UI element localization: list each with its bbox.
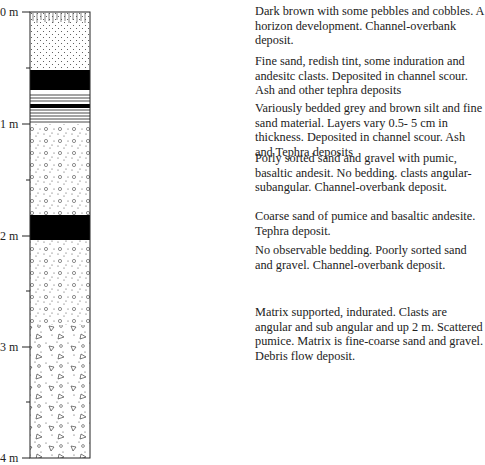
layer-description: Porly sorted sand and gravel with pumic,… — [255, 151, 485, 195]
layer-description: Dark brown with some pebbles and cobbles… — [255, 4, 485, 48]
depth-label: 0 m — [0, 5, 18, 19]
layer-description: No observable bedding. Poorly sorted san… — [255, 243, 485, 272]
depth-label: 3 m — [0, 340, 18, 354]
layer-description: Matrix supported, indurated. Clasts are … — [255, 305, 485, 363]
layer-description: Variously bedded grey and brown silt and… — [255, 101, 485, 159]
layer-description: Coarse sand of pumice and basaltic andes… — [255, 209, 485, 238]
layer-description: Fine sand, redish tint, some induration … — [255, 54, 485, 98]
depth-label: 2 m — [0, 229, 18, 243]
depth-label: 1 m — [0, 117, 18, 131]
depth-label: 4 m — [0, 451, 18, 465]
